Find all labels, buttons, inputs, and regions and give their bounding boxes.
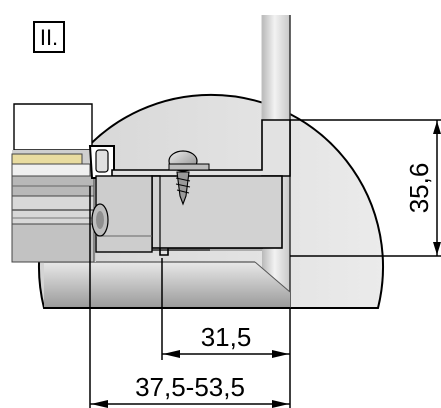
dimension-height: 35,6 [404,163,434,214]
detail-label-box [33,21,65,53]
profile-section [95,119,291,256]
detail-label: II. [40,25,58,50]
dimension-inner-width: 31,5 [201,322,252,352]
screw [168,150,210,206]
dimension-lines [89,119,441,408]
plug [91,203,109,237]
panel-section [11,145,115,263]
dimension-total-width: 37,5-53,5 [135,372,245,402]
dimension-arrows [91,121,441,408]
